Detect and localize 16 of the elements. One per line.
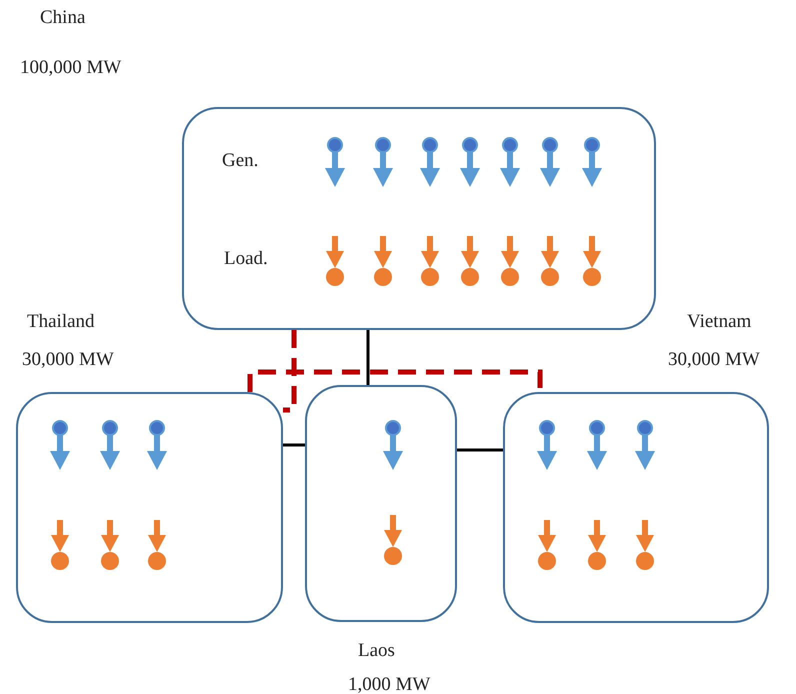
row-label: Load. [224,249,268,270]
capacity-label: 30,000 MW [22,350,114,371]
capacity-label: 100,000 MW [20,58,122,79]
transmission-line [283,444,305,446]
transmission-line [366,330,370,385]
region-name: Vietnam [687,312,752,333]
region-name: Thailand [27,312,95,333]
capacity-label: 1,000 MW [348,675,430,694]
capacity-label: 30,000 MW [668,350,760,371]
region-name: Laos [358,641,395,662]
region-box [182,107,656,330]
region-name: China [40,8,86,29]
transmission-line [457,448,503,452]
row-label: Gen. [222,151,258,172]
transmission-line [283,330,296,412]
transmission-line [248,370,542,392]
